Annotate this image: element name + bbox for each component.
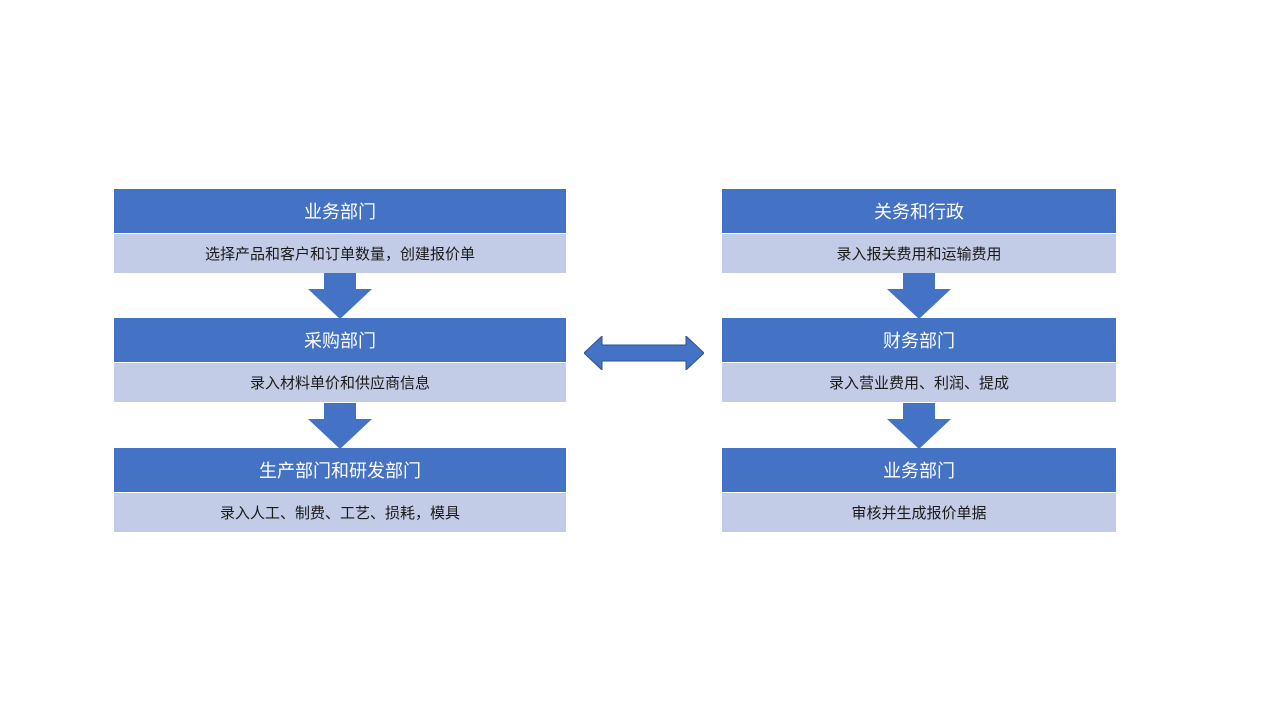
down-arrow-icon xyxy=(308,273,372,319)
down-arrow-icon xyxy=(887,273,951,319)
left-step-production-rd: 生产部门和研发部门 录入人工、制费、工艺、损耗，模具 xyxy=(114,448,566,532)
step-title: 生产部门和研发部门 xyxy=(114,448,566,493)
step-title: 财务部门 xyxy=(722,318,1116,363)
step-title: 采购部门 xyxy=(114,318,566,363)
right-step-sales-review: 业务部门 审核并生成报价单据 xyxy=(722,448,1116,532)
step-description: 录入人工、制费、工艺、损耗，模具 xyxy=(114,493,566,532)
step-description: 录入报关费用和运输费用 xyxy=(722,234,1116,273)
double-arrow-icon xyxy=(584,336,704,370)
step-description: 录入材料单价和供应商信息 xyxy=(114,363,566,402)
left-step-purchasing: 采购部门 录入材料单价和供应商信息 xyxy=(114,318,566,402)
right-step-customs-admin: 关务和行政 录入报关费用和运输费用 xyxy=(722,189,1116,273)
step-title: 业务部门 xyxy=(722,448,1116,493)
down-arrow-icon xyxy=(308,403,372,449)
down-arrow-icon xyxy=(887,403,951,449)
step-title: 关务和行政 xyxy=(722,189,1116,234)
step-description: 审核并生成报价单据 xyxy=(722,493,1116,532)
step-description: 选择产品和客户和订单数量，创建报价单 xyxy=(114,234,566,273)
step-title: 业务部门 xyxy=(114,189,566,234)
left-step-sales: 业务部门 选择产品和客户和订单数量，创建报价单 xyxy=(114,189,566,273)
right-step-finance: 财务部门 录入营业费用、利润、提成 xyxy=(722,318,1116,402)
step-description: 录入营业费用、利润、提成 xyxy=(722,363,1116,402)
